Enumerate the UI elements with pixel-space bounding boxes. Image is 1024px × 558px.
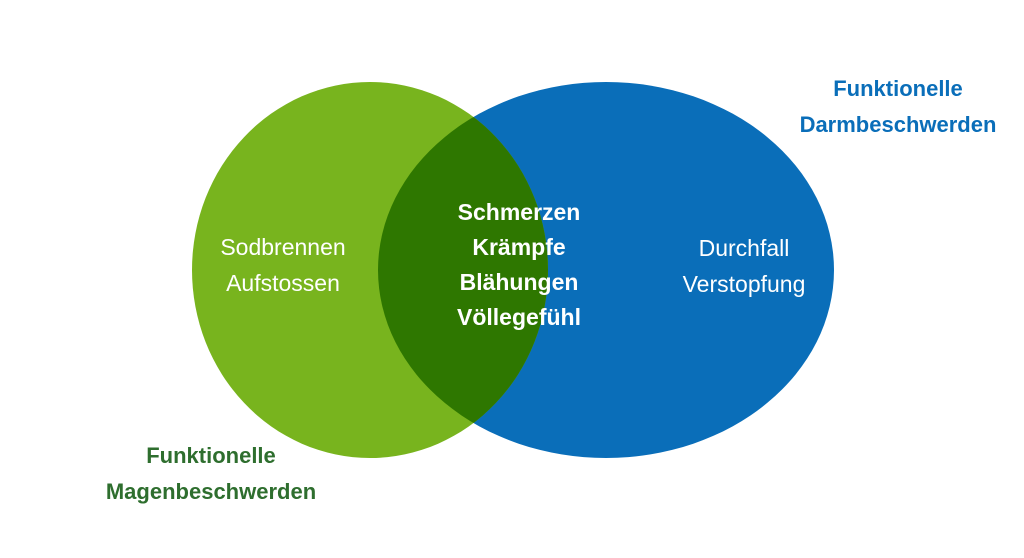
right-set-title-line2: Darmbeschwerden	[800, 112, 997, 137]
overlap-region	[378, 82, 548, 458]
right-set-title-line1: Funktionelle	[833, 76, 963, 101]
right-item-2: Verstopfung	[683, 271, 806, 297]
right-item-1: Durchfall	[699, 235, 790, 261]
overlap-item-1: Schmerzen	[458, 199, 581, 225]
left-item-2: Aufstossen	[226, 270, 340, 296]
overlap-item-3: Blähungen	[460, 269, 579, 295]
left-item-1: Sodbrennen	[220, 234, 345, 260]
left-set-title-line1: Funktionelle	[146, 443, 276, 468]
left-set-title-line2: Magenbeschwerden	[106, 479, 316, 504]
overlap-item-2: Krämpfe	[472, 234, 565, 260]
overlap-item-4: Völlegefühl	[457, 304, 581, 330]
